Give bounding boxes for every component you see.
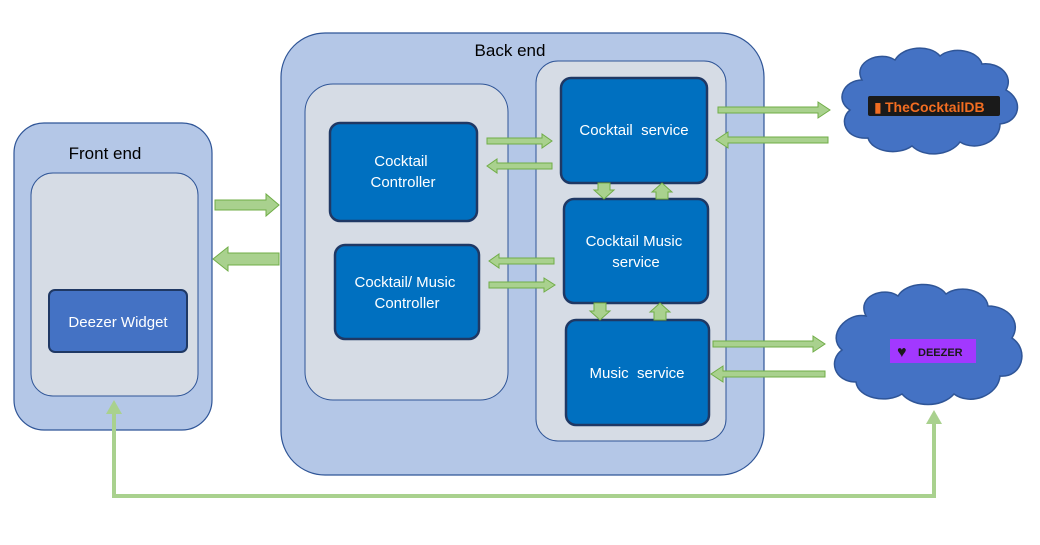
cocktaildb-logo-icon: ▮ <box>874 99 882 115</box>
frontend-panel: Front end Deezer Widget <box>13 122 213 431</box>
cocktail-music-service-box: Cocktail Music service <box>562 197 710 305</box>
music-service-up-arrow <box>648 302 672 321</box>
cocktail-music-service-up-arrow <box>650 182 674 200</box>
music-service-to-deezer-arrow <box>712 335 826 353</box>
frontend-deezer-connector <box>106 400 942 498</box>
cocktaildb-logo-bg <box>868 96 1000 116</box>
cocktail-music-controller-line1: Cocktail/ Music <box>354 274 455 291</box>
deezer-logo-bg <box>890 339 976 363</box>
cocktaildb-to-cocktail-service-arrow <box>715 131 829 149</box>
cocktail-music-controller-box: Cocktail/ Music Controller <box>333 243 481 341</box>
cocktail-service-to-controller-arrow <box>486 158 553 174</box>
cocktail-music-service-to-controller-arrow <box>488 253 555 269</box>
deezer-logo: DEEZER <box>918 347 963 359</box>
cocktail-music-service-down-arrow <box>588 302 612 321</box>
deezer-widget-label: Deezer Widget <box>68 314 168 331</box>
backend-to-frontend-arrow <box>212 245 280 273</box>
svg-text:Cocktail Controller: Cocktail Controller <box>370 153 435 191</box>
deezer-cloud: ♥ DEEZER <box>833 283 1023 406</box>
cocktail-service-box: Cocktail service <box>559 76 709 185</box>
frontend-title: Front end <box>69 144 142 163</box>
cocktail-music-controller-line2: Controller <box>374 295 439 312</box>
music-service-label: Music service <box>589 365 684 382</box>
cocktail-controller-line2: Controller <box>370 174 435 191</box>
svg-text:Cocktail/ Music Contro: Cocktail/ Music Controller <box>354 274 459 312</box>
backend-title: Back end <box>475 41 546 60</box>
cocktail-music-service-line2: service <box>612 254 660 271</box>
deezer-widget-box: Deezer Widget <box>48 289 188 353</box>
cocktaildb-cloud: ▮ TheCocktailDB <box>841 47 1019 155</box>
cocktail-controller-box: Cocktail Controller <box>328 121 479 223</box>
cocktail-music-controller-to-service-arrow <box>488 277 556 293</box>
music-service-box: Music service <box>564 318 711 427</box>
cocktail-service-down-arrow <box>592 182 616 200</box>
cocktail-controller-to-service-arrow <box>486 133 553 149</box>
cocktaildb-logo: TheCocktailDB <box>885 99 985 115</box>
cocktail-music-service-line1: Cocktail Music <box>586 233 683 250</box>
frontend-to-backend-arrow <box>214 192 280 218</box>
cocktail-controller-line1: Cocktail <box>374 153 427 170</box>
cocktail-service-label: Cocktail service <box>579 122 688 139</box>
backend-panel: Back end Cocktail Controller Cocktail/ M… <box>280 32 765 476</box>
svg-text:Cocktail Music service: Cocktail Music service <box>586 233 687 271</box>
cocktail-service-to-cocktaildb-arrow <box>717 101 831 119</box>
heart-icon: ♥ <box>897 344 907 361</box>
deezer-to-music-service-arrow <box>710 365 826 383</box>
